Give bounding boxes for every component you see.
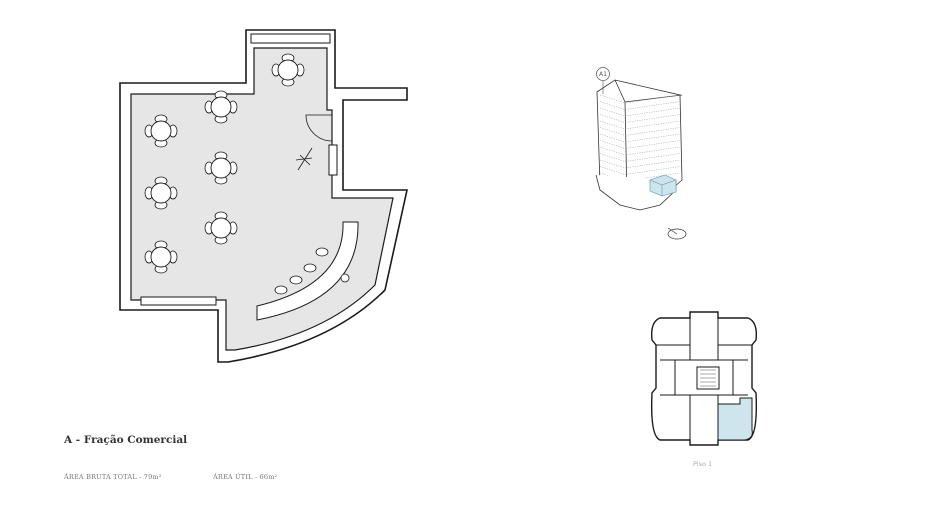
building-floor-line [599,153,681,162]
floor-plan-stools [274,247,350,295]
floor-plan-counter [256,221,359,321]
building-highlighted-unit [649,174,677,197]
table [210,217,232,239]
plant-icon [295,147,313,171]
table [210,157,232,179]
building-floor-line [599,166,681,175]
building-floor-line [599,127,681,136]
table-with-chairs [144,176,178,210]
table-with-chairs [204,211,238,245]
table-with-chairs [144,240,178,274]
key-plan-floor-label: Piso 1 [693,460,713,468]
building-floor-line [599,133,681,143]
table-with-chairs [204,151,238,185]
floor-plan-door [305,114,333,142]
floor-plan-tables [144,53,305,274]
table [150,246,172,268]
key-plan-highlighted-unit [717,397,753,441]
building-floor-line [599,140,681,149]
table-with-chairs [144,114,178,148]
building-floor-line [599,114,681,123]
building-floor-line [599,146,681,156]
table-with-chairs [271,53,305,87]
gross-area-label: ÁREA BRUTA TOTAL - 79m² [64,473,162,481]
table [150,120,172,142]
floor-plan-window-bottom [140,296,217,306]
building-marker [596,67,610,81]
table-with-chairs [204,90,238,124]
building-floor-line [599,107,681,117]
floor-plan-window-top [250,33,331,44]
useful-area-label: ÁREA ÚTIL - 66m² [213,473,278,481]
building-floor-line [599,101,681,110]
building-floor-lines [599,94,681,182]
table [277,59,299,81]
table [150,182,172,204]
key-plan-rooms [656,318,752,440]
unit-title: A - Fração Comercial [64,434,188,446]
north-arrow-icon [667,227,687,240]
building-floor-line [599,159,681,169]
building-floor-line [599,172,681,182]
key-plan-stairs [700,369,716,387]
table [210,96,232,118]
building-floor-line [599,94,681,104]
floor-plan-window-right [328,144,338,176]
building-floor-line [599,120,681,130]
building-marker-label: A1 [599,71,607,78]
